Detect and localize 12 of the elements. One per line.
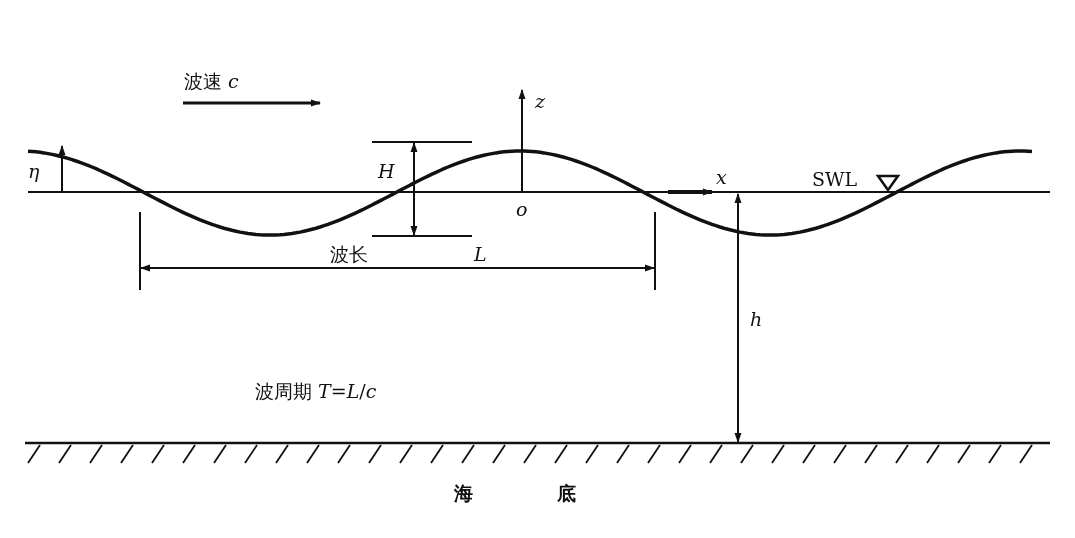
dimension-label: 波长	[330, 245, 368, 264]
dimension-label: η	[28, 162, 40, 181]
seabed-label: 海底	[454, 484, 660, 503]
water-level-label: SWL	[812, 170, 858, 189]
axis-label: z	[535, 92, 545, 111]
origin-label: o	[516, 200, 528, 219]
wave-speed-label: 波速 c	[184, 72, 239, 91]
dimension-label: h	[750, 310, 763, 329]
wave-period-label: 波周期 T=L/c	[255, 382, 377, 401]
axis-label: x	[716, 168, 727, 187]
dimension-label: L	[474, 245, 487, 264]
dimension-label: H	[378, 162, 395, 181]
